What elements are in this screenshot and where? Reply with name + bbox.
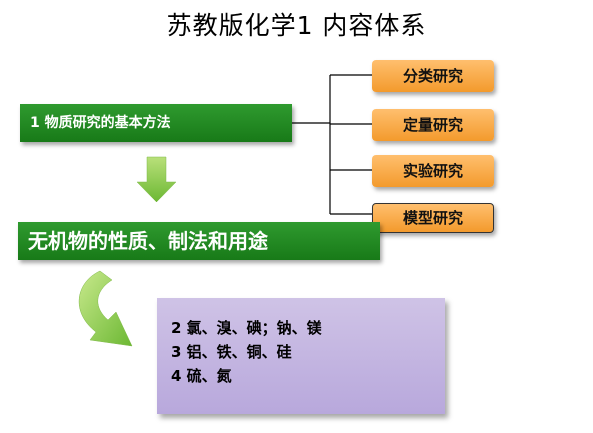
content-list-box: 2 氯、溴、碘；钠、镁 3 铝、铁、铜、硅 4 硫、氮 — [157, 298, 445, 414]
basic-method-box: 1 物质研究的基本方法 — [20, 104, 292, 142]
page-title: 苏教版化学1 内容体系 — [166, 11, 427, 40]
method-model: 模型研究 — [372, 203, 494, 233]
curved-arrow-icon — [79, 270, 133, 347]
content-item: 2 氯、溴、碘；钠、镁 — [171, 319, 322, 337]
inorganic-box: 无机物的性质、制法和用途 — [18, 222, 380, 260]
method-quantitative: 定量研究 — [372, 109, 494, 141]
down-arrow-icon — [136, 156, 177, 203]
method-experimental: 实验研究 — [372, 155, 494, 187]
method-classification: 分类研究 — [372, 60, 494, 92]
bracket-connector — [292, 74, 372, 215]
content-item: 4 硫、氮 — [171, 367, 232, 385]
content-item: 3 铝、铁、铜、硅 — [171, 343, 292, 361]
